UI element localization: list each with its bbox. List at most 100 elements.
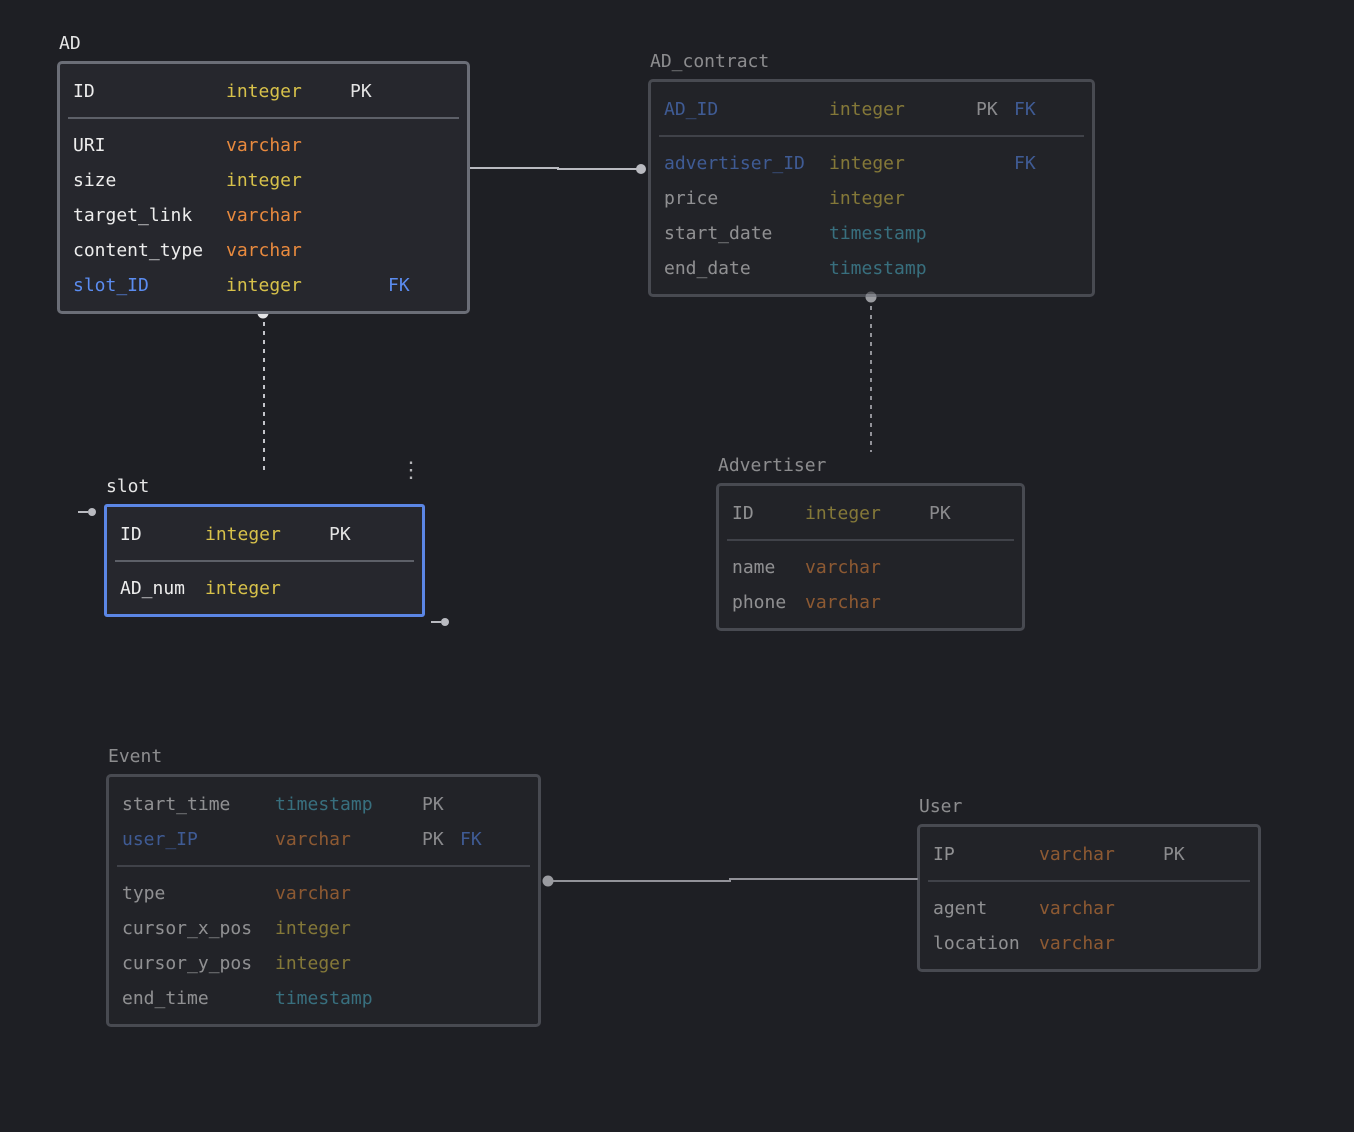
foreign-key-badge: FK: [460, 829, 482, 850]
field-name: content_type: [73, 240, 204, 261]
field-row[interactable]: slot_ID integer FK: [60, 268, 467, 303]
connector-ad-to-ad-contract[interactable]: [470, 164, 646, 174]
connector-ad-to-slot[interactable]: [257, 307, 269, 473]
field-row[interactable]: ID integer PK: [107, 517, 422, 552]
table-title[interactable]: slot: [106, 476, 150, 497]
field-type: varchar: [226, 205, 302, 226]
field-divider: [659, 135, 1084, 137]
field-name: agent: [933, 898, 988, 919]
field-type: varchar: [1039, 898, 1115, 919]
field-type: integer: [275, 953, 351, 974]
field-type: integer: [829, 153, 905, 174]
primary-key-badge: PK: [350, 81, 372, 102]
field-name: user_IP: [122, 829, 198, 850]
slot-left-anchor-handle[interactable]: [78, 508, 96, 516]
field-name: ID: [732, 503, 754, 524]
field-type: timestamp: [275, 794, 373, 815]
field-name: URI: [73, 135, 106, 156]
foreign-key-badge: FK: [1014, 153, 1036, 174]
field-name: slot_ID: [73, 275, 149, 296]
field-name: start_time: [122, 794, 231, 815]
connector-endpoint[interactable]: [542, 875, 554, 887]
connector-ad-contract-to-advertiser[interactable]: [865, 291, 877, 453]
field-name: price: [664, 188, 719, 209]
field-row[interactable]: type varchar: [109, 876, 538, 911]
field-name: phone: [732, 592, 787, 613]
field-name: type: [122, 883, 166, 904]
primary-key-fields: IP varchar PK: [920, 837, 1258, 872]
table-title[interactable]: Advertiser: [718, 455, 827, 476]
more-options-icon[interactable]: ⋮: [400, 458, 422, 483]
field-divider: [117, 865, 530, 867]
primary-key-badge: PK: [976, 99, 998, 120]
field-row[interactable]: URI varchar: [60, 128, 467, 163]
slot-bottom-anchor-handle[interactable]: [431, 618, 449, 626]
connector-event-to-user[interactable]: [542, 875, 919, 887]
field-name: AD_ID: [664, 99, 719, 120]
table-title[interactable]: AD_contract: [650, 51, 770, 72]
field-row[interactable]: IP varchar PK: [920, 837, 1258, 872]
field-name: cursor_x_pos: [122, 918, 253, 939]
field-name: ID: [120, 524, 142, 545]
field-row[interactable]: price integer: [651, 181, 1092, 216]
field-row[interactable]: agent varchar: [920, 891, 1258, 926]
field-type: varchar: [1039, 844, 1115, 865]
connector-endpoint[interactable]: [636, 164, 646, 174]
table-title[interactable]: Event: [108, 746, 163, 767]
field-name: location: [933, 933, 1020, 954]
table-title[interactable]: User: [919, 796, 963, 817]
field-type: integer: [205, 578, 281, 599]
field-type: integer: [829, 188, 905, 209]
field-type: varchar: [805, 592, 881, 613]
field-type: integer: [226, 275, 302, 296]
field-row[interactable]: phone varchar: [719, 585, 1022, 620]
field-type: varchar: [226, 135, 302, 156]
field-type: varchar: [275, 883, 351, 904]
field-type: integer: [205, 524, 281, 545]
field-name: size: [73, 170, 117, 191]
field-type: varchar: [275, 829, 351, 850]
primary-key-badge: PK: [1163, 844, 1185, 865]
field-name: IP: [933, 844, 955, 865]
field-divider: [727, 539, 1014, 541]
table-title[interactable]: AD: [59, 33, 81, 54]
field-name: name: [732, 557, 776, 578]
primary-key-badge: PK: [329, 524, 351, 545]
foreign-key-badge: FK: [388, 275, 410, 296]
field-type: timestamp: [275, 988, 373, 1009]
